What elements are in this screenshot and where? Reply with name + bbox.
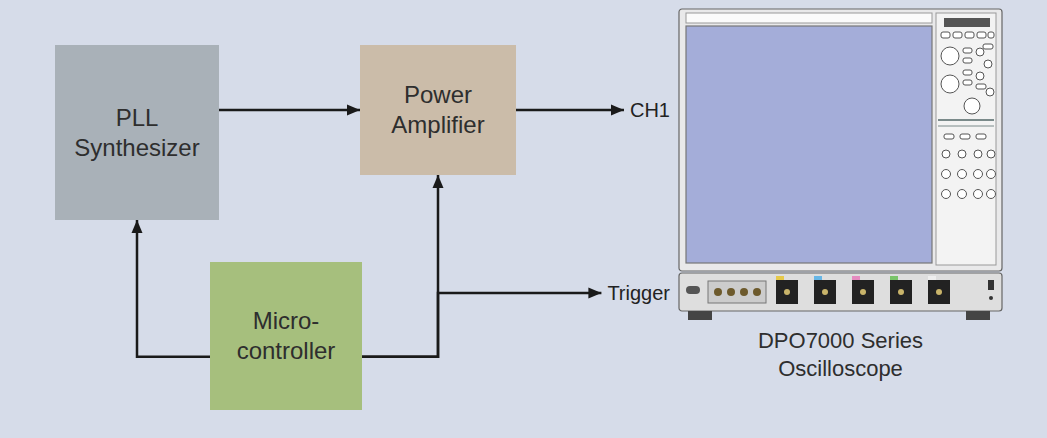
arrowhead: [611, 105, 624, 116]
device-caption: DPO7000 Series Oscilloscope: [741, 327, 941, 384]
connector-line: [362, 293, 601, 357]
connector-line: [137, 220, 210, 357]
arrowhead: [433, 175, 444, 188]
connector: [362, 175, 444, 357]
connector-line: [362, 175, 438, 357]
node-label: Micro-controller: [222, 306, 350, 366]
oscilloscope-illustration: [678, 8, 1003, 326]
arrowhead: [588, 288, 601, 299]
node-label: PLL Synthesizer: [67, 103, 207, 163]
arrowhead: [132, 220, 143, 233]
node-label: Power Amplifier: [372, 80, 504, 140]
connector-line: [516, 109, 624, 112]
signal-label: Trigger: [607, 281, 670, 305]
connector: [516, 105, 624, 116]
process-box: PLL Synthesizer: [55, 45, 219, 220]
connector: [362, 288, 601, 357]
process-box: Power Amplifier: [360, 45, 516, 175]
connector-line: [219, 109, 360, 112]
signal-label: CH1: [630, 98, 670, 122]
connector: [219, 105, 360, 116]
arrowhead: [347, 105, 360, 116]
oscilloscope-node: DPO7000 Series Oscilloscope: [678, 8, 1003, 390]
connector: [132, 220, 211, 357]
process-box: Micro-controller: [210, 262, 362, 410]
